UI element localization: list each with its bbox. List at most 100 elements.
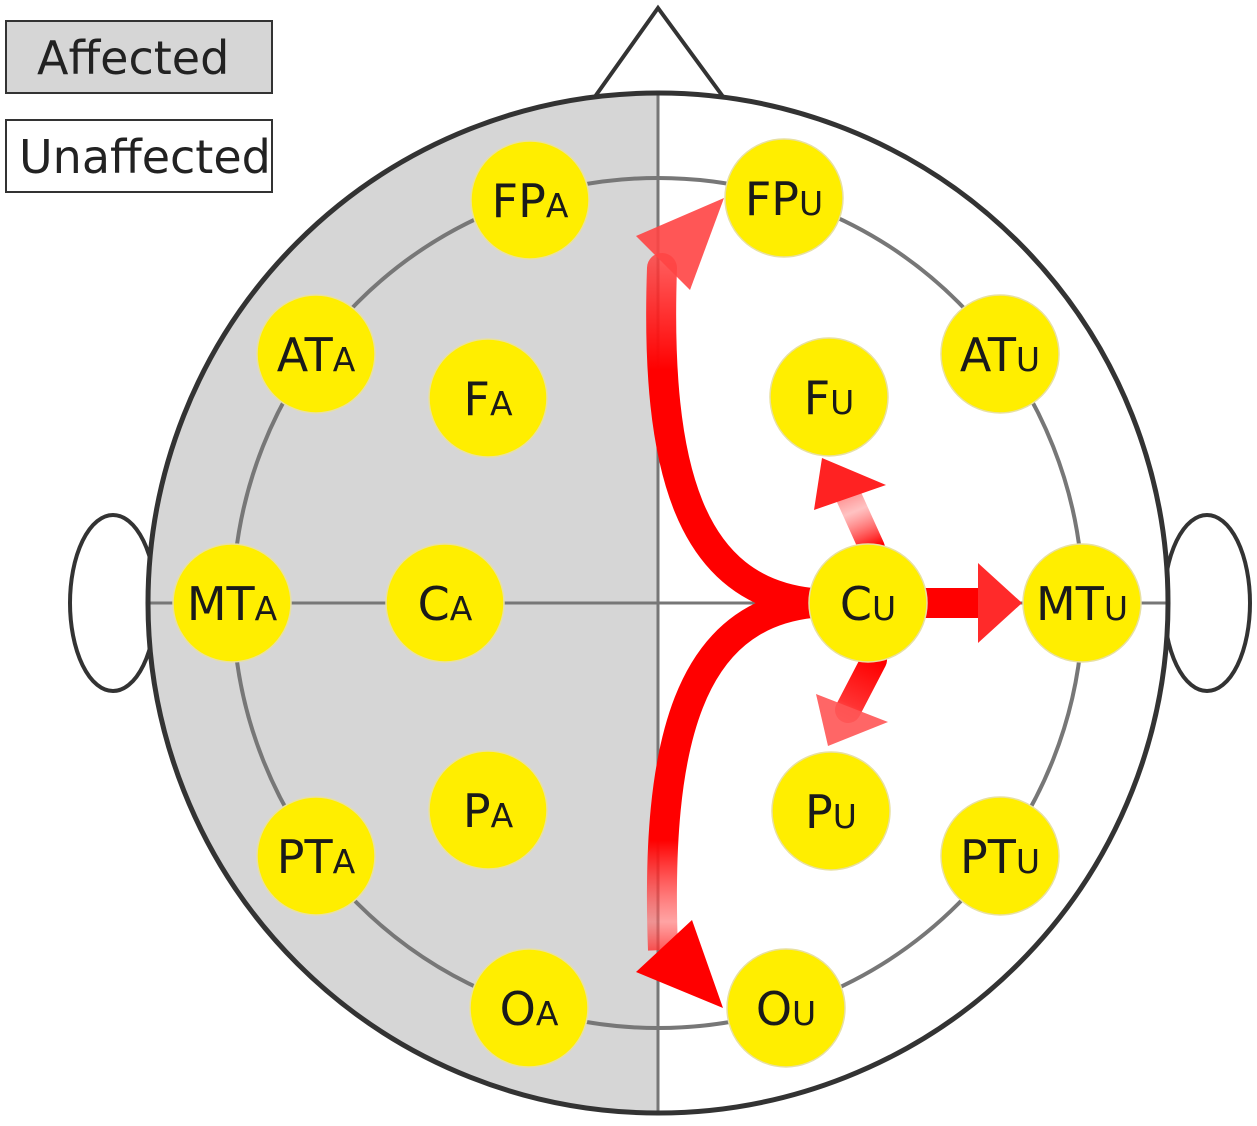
electrode-fpa-label: FPA: [492, 174, 569, 228]
electrode-fpu-label: FPU: [745, 172, 823, 226]
electrode-ca-main: C: [418, 577, 450, 631]
arrow-cu-to-fpu-shaft: [646, 253, 827, 618]
electrode-ou-sub: U: [792, 994, 816, 1033]
electrode-pa: PA: [428, 750, 548, 870]
head-outline: [145, 90, 1171, 1116]
electrode-pta-main: PT: [277, 830, 334, 884]
electrode-mtu-sub: U: [1104, 589, 1128, 628]
electrode-pta-sub: A: [333, 842, 356, 881]
electrode-ata-label: ATA: [277, 328, 356, 382]
electrode-ptu-disc: [940, 796, 1060, 916]
electrode-fpu-main: FP: [745, 172, 799, 226]
electrode-cu: CU: [808, 543, 928, 663]
arrow-cu-to-fu-head: [814, 458, 886, 510]
electrode-fpa-main: FP: [492, 174, 546, 228]
electrode-mtu-main: MT: [1036, 577, 1105, 631]
electrode-ca-sub: A: [450, 589, 473, 628]
electrode-pta: PTA: [256, 796, 376, 916]
electrode-fa-main: F: [463, 372, 489, 426]
electrode-oa-disc: [469, 948, 589, 1068]
electrode-oa: OA: [469, 948, 589, 1068]
electrode-cu-main: C: [840, 577, 872, 631]
electrode-atu-disc: [940, 294, 1060, 414]
arrow-cu-to-fpu-head: [636, 198, 724, 290]
legend-affected-label: Affected: [37, 31, 230, 85]
electrode-pa-label: PA: [463, 784, 514, 838]
electrode-fa-sub: A: [490, 384, 513, 423]
electrode-fu-sub: U: [830, 383, 854, 422]
electrode-fa: FA: [428, 338, 548, 458]
connection-arrows: [636, 198, 1022, 1008]
electrode-fpa-disc: [470, 140, 590, 260]
legend-affected: Affected: [5, 20, 273, 94]
electrode-mta: MTA: [172, 543, 292, 663]
electrode-pta-disc: [256, 796, 376, 916]
electrode-pu-sub: U: [833, 797, 857, 836]
electrode-ca-label: CA: [418, 577, 473, 631]
electrode-fpu: FPU: [724, 138, 844, 258]
legend-unaffected-label: Unaffected: [19, 130, 271, 184]
electrode-ca: CA: [385, 543, 505, 663]
electrode-ptu-main: PT: [960, 830, 1017, 884]
electrode-pu-main: P: [805, 785, 833, 839]
arrow-cu-to-pu-head: [816, 694, 888, 746]
electrode-pu-disc: [771, 751, 891, 871]
electrode-fu-main: F: [804, 371, 830, 425]
electrode-oa-main: O: [500, 982, 536, 1036]
electrode-mta-disc: [172, 543, 292, 663]
nose: [592, 4, 726, 100]
electrode-ptu-label: PTU: [960, 830, 1040, 884]
electrode-fpu-disc: [724, 138, 844, 258]
electrode-mtu-disc: [1022, 543, 1142, 663]
legend-unaffected: Unaffected: [5, 119, 273, 193]
electrode-ou: OU: [726, 948, 846, 1068]
electrode-cu-label: CU: [840, 577, 896, 631]
electrode-atu-sub: U: [1016, 340, 1040, 379]
electrode-pa-main: P: [463, 784, 491, 838]
electrode-ou-main: O: [756, 982, 792, 1036]
electrode-ca-disc: [385, 543, 505, 663]
electrode-mtu: MTU: [1022, 543, 1142, 663]
electrode-cu-sub: U: [872, 589, 896, 628]
electrode-fpa: FPA: [470, 140, 590, 260]
electrode-ptu: PTU: [940, 796, 1060, 916]
electrode-ou-label: OU: [756, 982, 816, 1036]
electrode-atu-main: AT: [960, 328, 1017, 382]
arrow-cu-to-ou-shaft: [646, 588, 814, 951]
electrode-fu-label: FU: [804, 371, 855, 425]
electrode-fa-label: FA: [463, 372, 512, 426]
electrode-cu-disc: [808, 543, 928, 663]
electrode-ata: ATA: [256, 294, 376, 414]
arrow-cu-to-fu-shaft: [835, 482, 885, 561]
electrode-atu-label: ATU: [960, 328, 1040, 382]
electrode-ata-main: AT: [277, 328, 334, 382]
right-ear: [1162, 513, 1252, 693]
electrode-pta-label: PTA: [277, 830, 356, 884]
electrode-pa-sub: A: [491, 796, 514, 835]
electrode-oa-sub: A: [536, 994, 559, 1033]
electrode-mtu-label: MTU: [1036, 577, 1128, 631]
arrow-cu-to-mtu-head: [978, 563, 1022, 643]
electrode-mta-label: MTA: [187, 577, 278, 631]
electrode-ata-sub: A: [333, 340, 356, 379]
electrode-fu-disc: [769, 337, 889, 457]
electrode-fpa-sub: A: [546, 186, 569, 225]
left-ear: [68, 513, 158, 693]
electrode-pu: PU: [771, 751, 891, 871]
electrode-fpu-sub: U: [799, 184, 823, 223]
electrode-mta-main: MT: [187, 577, 256, 631]
electrode-fa-disc: [428, 338, 548, 458]
electrode-ou-disc: [726, 948, 846, 1068]
arrow-cu-to-pu-shaft: [835, 647, 887, 723]
electrode-oa-label: OA: [500, 982, 559, 1036]
electrode-atu: ATU: [940, 294, 1060, 414]
electrode-pu-label: PU: [805, 785, 857, 839]
electrode-pa-disc: [428, 750, 548, 870]
electrode-ata-disc: [256, 294, 376, 414]
electrode-ptu-sub: U: [1016, 842, 1040, 881]
arrow-cu-to-ou-head: [636, 920, 723, 1008]
electrode-fu: FU: [769, 337, 889, 457]
